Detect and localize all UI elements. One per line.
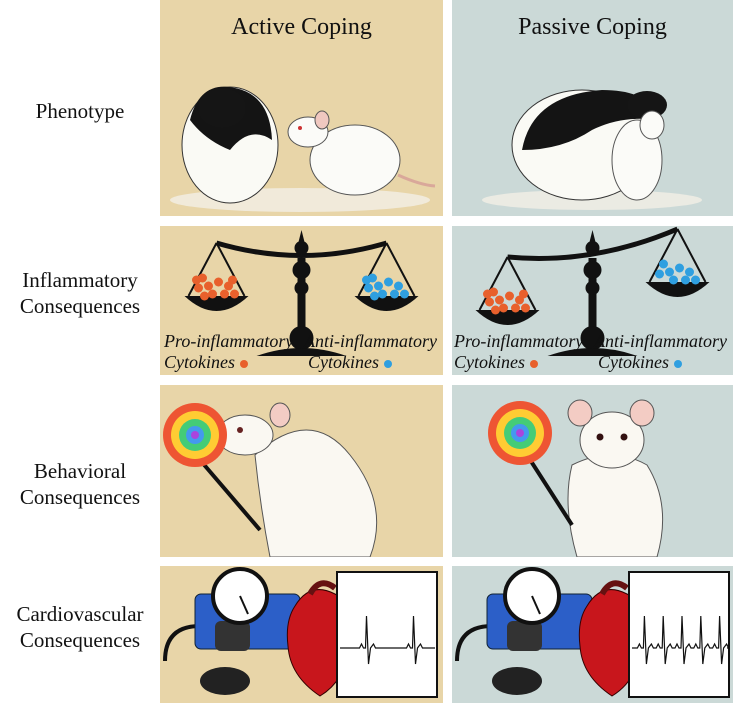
balance-scale-icon: [475, 226, 710, 356]
label-line: Consequences: [19, 294, 141, 318]
lollipop-rat-icon: [488, 399, 664, 557]
lollipop-rat-icon: [163, 402, 378, 557]
caption-line: Cytokines: [454, 352, 525, 372]
cytokine-dot: [665, 267, 674, 277]
label-line: Consequences: [19, 485, 141, 509]
cytokine-dot: [685, 267, 694, 277]
panel-active-behavioral: [160, 385, 443, 557]
row-label-phenotype: Phenotype: [0, 98, 160, 124]
panel-passive-cardiovascular: [452, 566, 733, 703]
cytokine-dot: [505, 291, 514, 301]
cytokine-dot: [194, 283, 203, 293]
cytokine-dot: [659, 259, 668, 269]
sphygmomanometer-icon: [455, 567, 730, 698]
cytokine-dot: [204, 281, 213, 291]
cytokine-dot: [384, 277, 393, 287]
cytokine-dot: [483, 289, 492, 299]
caption-line: Pro-inflammatory: [454, 331, 584, 351]
cytokine-dot: [669, 275, 678, 285]
column-title-passive: Passive Coping: [518, 14, 667, 40]
cytokine-dot: [511, 303, 520, 313]
panel-passive-behavioral: [452, 385, 733, 557]
cytokine-dot: [394, 281, 403, 291]
cytokine-dot: [655, 269, 664, 279]
ecg-trace-icon: [336, 571, 438, 698]
cytokine-dot: [230, 289, 239, 299]
caption-line: Cytokines: [308, 352, 379, 372]
caption-line: Cytokines: [164, 352, 235, 372]
pro-legend-dot: [529, 359, 538, 368]
pro-legend-dot: [239, 359, 248, 368]
cytokine-dot: [521, 303, 530, 313]
label-line: Cardiovascular: [16, 602, 144, 626]
cytokine-dot: [214, 277, 223, 287]
label-line: Behavioral: [33, 459, 127, 483]
cytokine-dot: [374, 281, 383, 291]
sphygmomanometer-icon: [163, 567, 438, 698]
cytokine-dot: [400, 289, 409, 299]
cytokine-dot: [691, 275, 700, 285]
cytokine-dot: [681, 275, 690, 285]
label-line: Inflammatory: [22, 268, 138, 292]
cytokine-dot: [491, 305, 500, 315]
cytokine-dot: [378, 289, 387, 299]
cytokine-dot: [519, 289, 528, 299]
cytokine-dot: [364, 283, 373, 293]
cytokine-dot: [228, 275, 237, 285]
cytokine-dot: [200, 291, 209, 301]
label-line: Consequences: [19, 628, 141, 652]
anti-legend-dot: [673, 359, 682, 368]
cytokine-dot: [495, 295, 504, 305]
caption-line: Cytokines: [598, 352, 669, 372]
cytokine-dot: [192, 275, 201, 285]
balance-scale-icon: [184, 230, 419, 356]
cytokine-dot: [362, 275, 371, 285]
rat-pair-icon: [170, 86, 436, 212]
rat-pair-icon: [482, 89, 702, 210]
caption-line: Pro-inflammatory: [164, 331, 294, 351]
caption-line: Anti-inflammatory: [594, 331, 727, 351]
panel-passive-phenotype: Passive Coping: [452, 0, 733, 216]
panel-active-cardiovascular: [160, 566, 443, 703]
cytokine-dot: [208, 289, 217, 299]
column-title-active: Active Coping: [231, 14, 372, 40]
panel-active-phenotype: Active Coping: [160, 0, 443, 216]
cytokine-dot: [390, 289, 399, 299]
cytokine-dot: [485, 297, 494, 307]
cytokine-dot: [220, 289, 229, 299]
cytokine-dot: [675, 263, 684, 273]
caption-line: Anti-inflammatory: [304, 331, 437, 351]
cytokine-dot: [370, 291, 379, 301]
cytokine-dot: [499, 303, 508, 313]
anti-legend-dot: [383, 359, 392, 368]
label-line: Phenotype: [35, 99, 125, 123]
